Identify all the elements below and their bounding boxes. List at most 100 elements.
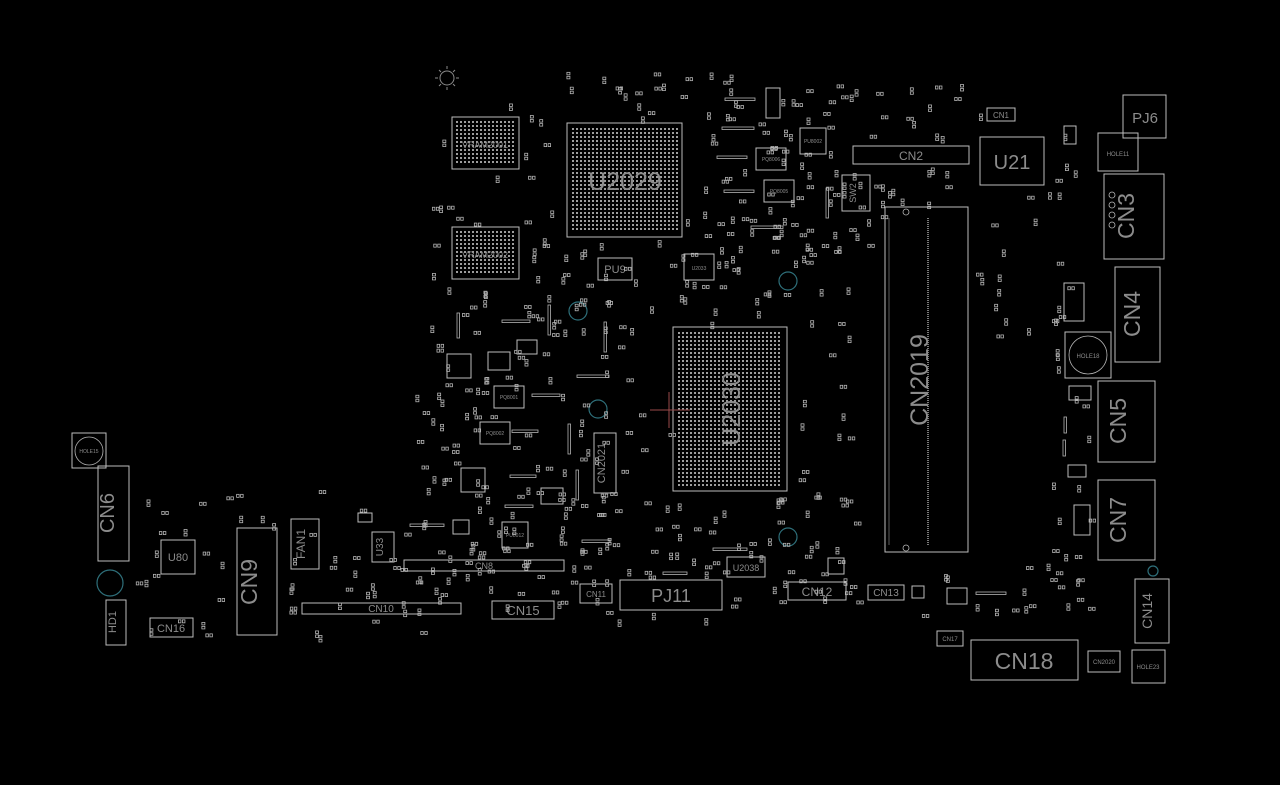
cn2-connector[interactable]: CN2 — [852, 145, 970, 165]
bga-ball — [686, 472, 688, 474]
bga-ball — [576, 180, 578, 182]
bga-ball — [694, 344, 696, 346]
passive-component — [1050, 578, 1058, 582]
u2038-chip[interactable]: U2038 — [726, 556, 766, 578]
u2030-cpu-chip[interactable]: U2030 — [672, 326, 788, 492]
cn5-connector[interactable]: CN5 — [1097, 380, 1156, 463]
bga-ball — [652, 224, 654, 226]
fiducial-marker — [435, 66, 459, 90]
pq8001-chip[interactable]: PQ8001 — [493, 385, 525, 409]
cn13-connector[interactable]: CN13 — [867, 584, 905, 601]
cn2020-connector[interactable]: CN2020 — [1087, 650, 1121, 673]
hole18-mount[interactable]: HOLE18 — [1064, 331, 1112, 379]
bga-ball — [644, 140, 646, 142]
bga-ball — [738, 348, 740, 350]
bga-ball — [686, 404, 688, 406]
hole11-mount[interactable]: HOLE11 — [1097, 132, 1139, 172]
cn15-connector[interactable]: CN15 — [491, 600, 555, 620]
bga-ball — [504, 133, 506, 135]
bga-ball — [588, 192, 590, 194]
cn9-connector[interactable]: CN9 — [236, 527, 278, 636]
cn14-connector[interactable]: CN14 — [1134, 578, 1170, 644]
bga-ball — [496, 133, 498, 135]
ic-package[interactable] — [446, 353, 472, 379]
cn8-connector[interactable]: CN8 — [403, 559, 565, 572]
cn4-connector[interactable]: CN4 — [1114, 266, 1161, 363]
bga-ball — [690, 460, 692, 462]
cn2019-connector[interactable]: CN2019 — [884, 206, 969, 553]
cn1-connector[interactable]: CN1 — [986, 107, 1016, 122]
passive-component — [930, 167, 935, 175]
bga-ball — [636, 192, 638, 194]
vram2002-chip[interactable]: VRAM2002 — [451, 226, 520, 280]
bga-ball — [584, 144, 586, 146]
pj6-jack[interactable]: PJ6 — [1122, 94, 1167, 139]
u33-chip[interactable]: U33 — [371, 531, 395, 563]
bga-ball — [496, 255, 498, 257]
hd1-connector[interactable]: HD1 — [105, 599, 127, 646]
bga-ball — [714, 340, 716, 342]
cn18-connector[interactable]: CN18 — [970, 639, 1079, 681]
passive-component — [618, 87, 623, 95]
ic-package[interactable] — [357, 512, 373, 523]
bga-ball — [742, 352, 744, 354]
bga-ball — [706, 472, 708, 474]
hole15-mount[interactable]: HOLE15 — [71, 432, 107, 469]
bga-ball — [690, 356, 692, 358]
ic-package[interactable] — [827, 557, 845, 575]
bga-ball — [468, 235, 470, 237]
bga-ball — [480, 259, 482, 261]
cn12-connector[interactable]: CN12 — [787, 581, 847, 601]
passive-component — [790, 199, 795, 208]
ic-package[interactable] — [765, 87, 781, 119]
bga-ball — [596, 216, 598, 218]
bga-ball — [710, 368, 712, 370]
bga-ball — [624, 160, 626, 162]
u2029-gpu-chip[interactable]: U2029 — [566, 122, 683, 238]
bga-ball — [572, 168, 574, 170]
bga-ball — [508, 259, 510, 261]
passive-component — [353, 556, 361, 560]
bga-ball — [620, 156, 622, 158]
passive-component — [532, 255, 537, 264]
fan1-connector[interactable]: FAN1 — [290, 518, 320, 570]
bga-ball — [746, 412, 748, 414]
cn10-connector[interactable]: CN10 — [301, 602, 462, 615]
bga-ball — [762, 420, 764, 422]
ic-package[interactable] — [460, 467, 486, 493]
cn17-connector[interactable]: CN17 — [936, 630, 964, 647]
bga-ball — [738, 384, 740, 386]
ic-package[interactable] — [452, 519, 470, 535]
u21-chip[interactable]: U21 — [979, 136, 1045, 186]
bga-ball — [678, 332, 680, 334]
cn16-connector[interactable]: CN16 — [149, 617, 194, 638]
ic-package[interactable] — [946, 587, 968, 605]
bga-ball — [754, 432, 756, 434]
pq8002-chip[interactable]: PQ8002 — [479, 421, 511, 445]
bga-ball — [738, 372, 740, 374]
cn3-connector[interactable]: CN3 — [1103, 173, 1165, 260]
passive-component — [1064, 554, 1069, 562]
vram2001-chip[interactable]: VRAM2001 — [451, 116, 520, 170]
u2033-chip[interactable]: U2033 — [683, 253, 715, 281]
bga-ball — [496, 243, 498, 245]
pq8005-chip[interactable]: PQ8005 — [763, 179, 795, 203]
ic-package[interactable] — [911, 585, 925, 599]
pu8012-chip[interactable]: PU8012 — [501, 521, 529, 549]
cn7-connector[interactable]: CN7 — [1097, 479, 1156, 561]
bga-ball — [678, 424, 680, 426]
bga-ball — [686, 440, 688, 442]
cn6-connector[interactable]: CN6 — [97, 465, 130, 562]
ic-package[interactable] — [487, 351, 511, 371]
passive-component — [704, 571, 709, 579]
hole23-mount[interactable]: HOLE23 — [1131, 649, 1166, 684]
cn2021-connector[interactable]: CN2021 — [593, 432, 617, 494]
passive-component — [625, 431, 634, 435]
pu9-chip[interactable]: PU9 — [597, 257, 633, 281]
u80-chip[interactable]: U80 — [160, 539, 196, 575]
pj11-jack[interactable]: PJ11 — [619, 579, 723, 611]
bga-ball — [694, 388, 696, 390]
ic-package[interactable] — [516, 339, 538, 355]
pu8002-chip[interactable]: PU8002 — [799, 127, 827, 155]
